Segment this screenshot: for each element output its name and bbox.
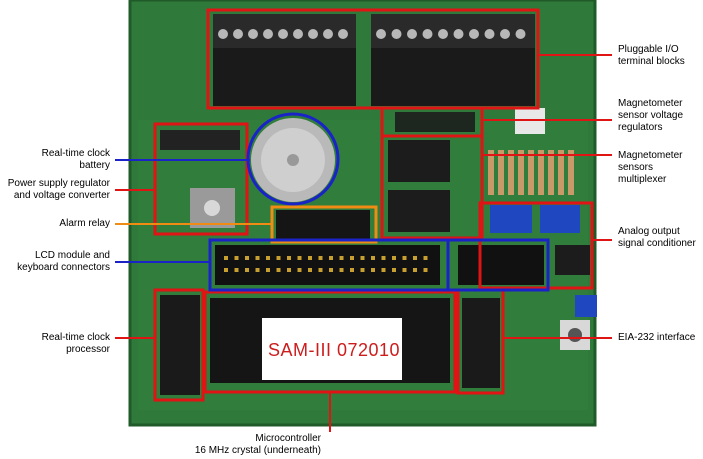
terminal-screw <box>515 29 526 39</box>
header-pin <box>287 256 291 260</box>
header-pin <box>234 268 239 272</box>
header-pin <box>224 268 228 272</box>
resistor <box>538 150 544 195</box>
header-pin <box>287 268 291 272</box>
terminal-screw <box>484 29 495 39</box>
terminal-screw <box>233 29 243 39</box>
resistor <box>568 150 574 195</box>
box-power <box>153 122 249 236</box>
mux-chip-1 <box>388 140 450 182</box>
header-pin <box>402 268 407 272</box>
header-pin <box>360 256 365 260</box>
header-pin <box>350 256 354 260</box>
header-pin <box>308 268 312 272</box>
box-analog <box>478 201 594 290</box>
resistor <box>528 150 534 195</box>
header-pin <box>413 256 417 260</box>
header-pin <box>350 268 354 272</box>
eia232-chip <box>462 298 500 388</box>
header-pin <box>423 256 428 260</box>
header-pin <box>413 268 417 272</box>
resistor <box>548 150 554 195</box>
keyboard-connector <box>458 245 544 285</box>
alarm-relay-body <box>276 210 370 240</box>
mux-chip-2 <box>388 190 450 232</box>
terminal-screw <box>263 29 273 39</box>
terminal-screw <box>308 29 318 39</box>
header-pin <box>339 256 344 260</box>
box-rtc-processor <box>153 288 205 402</box>
header-pin <box>297 268 302 272</box>
header-pin <box>276 268 281 272</box>
header-pin <box>329 268 333 272</box>
terminal-block-left <box>213 14 356 106</box>
resistor <box>488 150 494 195</box>
header-pin <box>371 256 375 260</box>
label-eia232: EIA-232 interface <box>618 332 696 343</box>
terminal-screw <box>293 29 303 39</box>
resistor <box>508 150 514 195</box>
resistor <box>558 150 564 195</box>
lcd-connector <box>215 245 440 285</box>
terminal-screw <box>407 29 417 39</box>
terminal-screw <box>338 29 348 39</box>
terminal-screw <box>248 29 258 39</box>
header-pin <box>423 268 428 272</box>
box-io-terminals <box>206 8 540 110</box>
terminal-screw <box>218 29 228 39</box>
rtc-processor-chip <box>160 295 200 395</box>
box-keyboard <box>446 238 550 292</box>
label-alarm-relay: Alarm relay <box>59 218 110 229</box>
header-pin <box>339 268 344 272</box>
header-pin <box>224 256 228 260</box>
header-pin <box>255 268 260 272</box>
header-pin <box>329 256 333 260</box>
header-pin <box>392 256 396 260</box>
terminal-screw <box>376 29 386 39</box>
header-pin <box>392 268 396 272</box>
resistor <box>518 150 524 195</box>
header-pin <box>318 268 323 272</box>
header-pin <box>381 256 386 260</box>
terminal-screw <box>469 29 479 39</box>
terminal-screw <box>278 29 288 39</box>
header-pin <box>266 256 270 260</box>
header-pin <box>308 256 312 260</box>
terminal-screw <box>323 29 333 39</box>
header-pin <box>234 256 239 260</box>
header-pin <box>266 268 270 272</box>
box-mag-mux <box>380 134 484 240</box>
terminal-screw <box>500 29 510 39</box>
header-pin <box>255 256 260 260</box>
resistor <box>498 150 504 195</box>
header-pin <box>245 256 249 260</box>
terminal-screw <box>453 29 464 39</box>
header-pin <box>245 268 249 272</box>
header-pin <box>318 256 323 260</box>
header-pin <box>297 256 302 260</box>
terminal-block-right <box>371 14 535 106</box>
header-pin <box>402 256 407 260</box>
terminal-screw <box>438 29 448 39</box>
header-pin <box>276 256 281 260</box>
header-pin <box>360 268 365 272</box>
microcontroller-chip-label: SAM-III 072010 <box>268 340 401 360</box>
terminal-screw <box>422 29 433 39</box>
header-pin <box>371 268 375 272</box>
terminal-screw <box>391 29 402 39</box>
leader-lines <box>115 54 612 432</box>
header-pin <box>381 268 386 272</box>
